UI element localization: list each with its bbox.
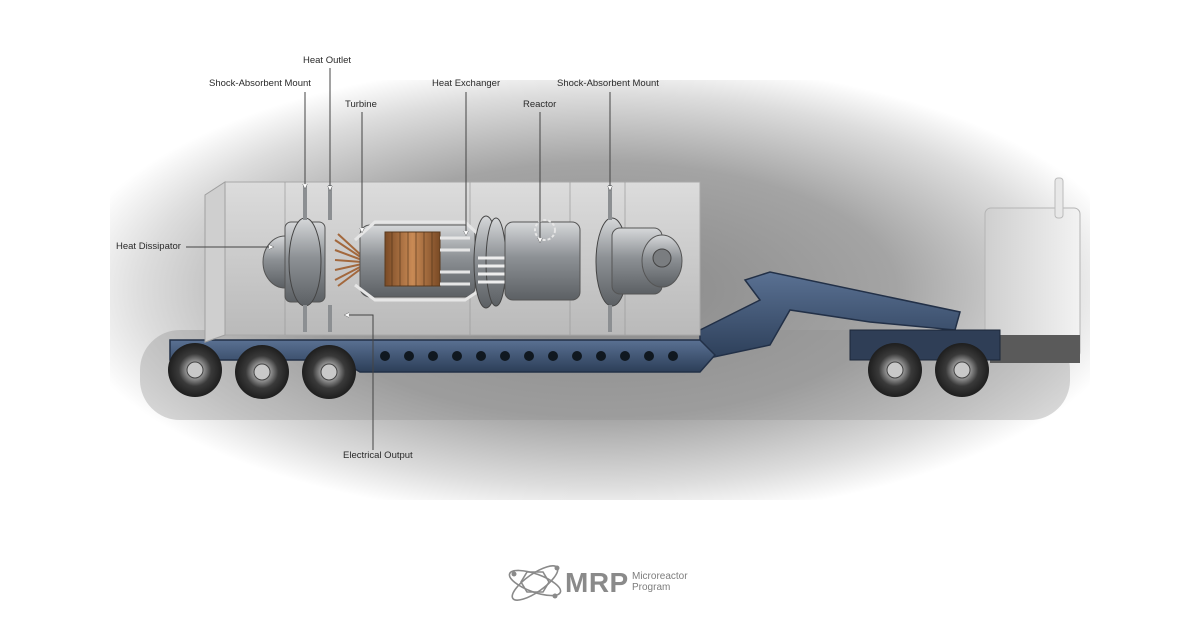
label-heat-dissipator: Heat Dissipator [116,241,181,252]
label-shock-mount-right: Shock-Absorbent Mount [557,78,659,89]
label-heat-exchanger: Heat Exchanger [432,78,501,89]
label-shock-mount-left: Shock-Absorbent Mount [209,78,311,89]
mrp-logo: MRP Microreactor Program [505,560,705,606]
reactor-assembly [262,185,683,332]
atom-logo-icon [508,565,562,601]
logo-program-name: Microreactor Program [632,571,688,593]
label-electrical-output: Electrical Output [343,450,413,461]
label-reactor: Reactor [523,99,557,110]
callout-leaders [186,68,610,450]
label-turbine: Turbine [345,99,377,110]
truck-cab [984,177,1081,363]
logo-abbreviation: MRP [565,567,629,598]
label-heat-outlet: Heat Outlet [303,55,352,66]
rear-wheels [868,343,989,397]
front-wheels [168,343,356,399]
trailer-deck-holes [380,351,678,361]
